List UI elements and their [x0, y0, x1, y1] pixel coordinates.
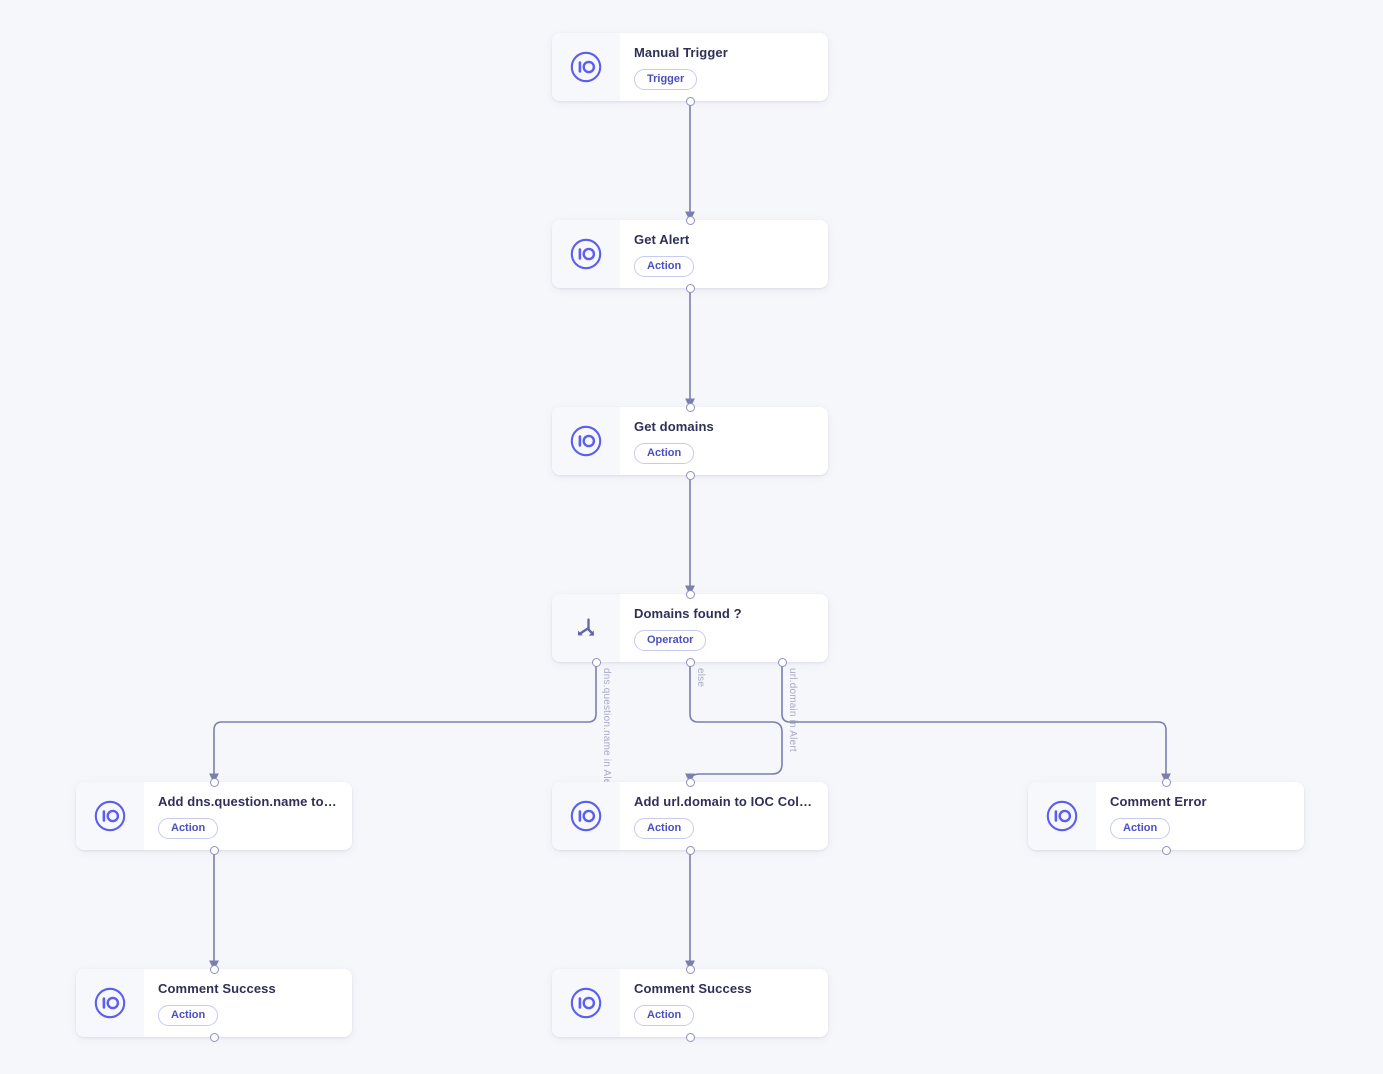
node-badge: Action: [158, 817, 219, 839]
node-body: Get Alert Action: [620, 220, 828, 288]
node-comment-success-left[interactable]: Comment Success Action: [76, 964, 352, 1042]
io-circle-icon: [570, 51, 602, 83]
edge-label-dns-question-name: dns.question.name in Ale: [601, 668, 612, 782]
node-icon-panel: [552, 782, 620, 850]
port-in[interactable]: [209, 964, 219, 974]
node-icon-panel: [76, 782, 144, 850]
edge-operator-to-dns: [209, 661, 597, 784]
node-body: Add dns.question.name to IOC ... Action: [144, 782, 352, 850]
io-circle-icon: [570, 238, 602, 270]
node-badge: Action: [158, 1004, 219, 1026]
node-icon-panel: [552, 969, 620, 1037]
node-get-alert[interactable]: Get Alert Action: [552, 215, 828, 293]
node-get-domains[interactable]: Get domains Action: [552, 402, 828, 480]
port-out-else[interactable]: [685, 657, 695, 667]
node-body: Manual Trigger Trigger: [620, 33, 828, 101]
node-body: Add url.domain to IOC Collection Action: [620, 782, 828, 850]
node-title: Add url.domain to IOC Collection: [634, 795, 814, 810]
node-badge: Operator: [634, 629, 707, 651]
port-in[interactable]: [685, 964, 695, 974]
edge-label-url-domain: url.domain in Alert: [787, 668, 798, 752]
node-body: Domains found ? Operator: [620, 594, 828, 662]
port-out[interactable]: [209, 845, 219, 855]
node-icon-panel: [552, 220, 620, 288]
edge-operator-else-to-url: [685, 661, 783, 784]
port-out[interactable]: [685, 96, 695, 106]
port-out-url[interactable]: [777, 657, 787, 667]
io-circle-icon: [94, 987, 126, 1019]
port-out[interactable]: [685, 470, 695, 480]
node-comment-success-middle[interactable]: Comment Success Action: [552, 964, 828, 1042]
port-in[interactable]: [685, 589, 695, 599]
node-add-url-domain[interactable]: Add url.domain to IOC Collection Action: [552, 777, 828, 855]
node-body: Comment Success Action: [620, 969, 828, 1037]
node-body: Get domains Action: [620, 407, 828, 475]
node-badge: Action: [634, 1004, 695, 1026]
node-domains-found[interactable]: Domains found ? Operator: [552, 589, 828, 667]
node-body: Comment Success Action: [144, 969, 352, 1037]
node-title: Domains found ?: [634, 607, 742, 622]
node-badge: Action: [634, 255, 695, 277]
io-circle-icon: [1046, 800, 1078, 832]
port-out[interactable]: [685, 1032, 695, 1042]
io-circle-icon: [570, 800, 602, 832]
node-badge: Action: [1110, 817, 1171, 839]
port-in[interactable]: [685, 402, 695, 412]
port-out[interactable]: [685, 283, 695, 293]
node-manual-trigger[interactable]: Manual Trigger Trigger: [552, 33, 828, 106]
node-add-dns-question-name[interactable]: Add dns.question.name to IOC ... Action: [76, 777, 352, 855]
node-badge: Trigger: [634, 68, 698, 90]
node-badge: Action: [634, 442, 695, 464]
edge-operator-to-comment-error: [781, 661, 1171, 784]
node-title: Add dns.question.name to IOC ...: [158, 795, 338, 810]
node-icon-panel: [552, 33, 620, 101]
port-out[interactable]: [685, 845, 695, 855]
port-in[interactable]: [1161, 777, 1171, 787]
node-title: Comment Success: [634, 982, 752, 997]
node-comment-error[interactable]: Comment Error Action: [1028, 777, 1304, 855]
port-out[interactable]: [209, 1032, 219, 1042]
edge-label-clip-url-domain: url.domain in Alert: [782, 668, 804, 782]
node-icon-panel: [552, 594, 620, 662]
node-title: Comment Success: [158, 982, 276, 997]
port-out-dns[interactable]: [591, 657, 601, 667]
io-circle-icon: [570, 425, 602, 457]
node-title: Comment Error: [1110, 795, 1207, 810]
edge-label-else: else: [695, 668, 706, 688]
branch-split-icon: [578, 618, 595, 636]
io-circle-icon: [570, 987, 602, 1019]
node-title: Get domains: [634, 420, 714, 435]
node-icon-panel: [1028, 782, 1096, 850]
edge-label-clip-dns: dns.question.name in Ale: [596, 668, 618, 782]
node-title: Get Alert: [634, 233, 690, 248]
port-in[interactable]: [685, 215, 695, 225]
port-in[interactable]: [209, 777, 219, 787]
node-title: Manual Trigger: [634, 46, 728, 61]
port-out[interactable]: [1161, 845, 1171, 855]
node-icon-panel: [552, 407, 620, 475]
io-circle-icon: [94, 800, 126, 832]
node-icon-panel: [76, 969, 144, 1037]
node-body: Comment Error Action: [1096, 782, 1304, 850]
port-in[interactable]: [685, 777, 695, 787]
node-badge: Action: [634, 817, 695, 839]
edge-label-clip-else: else: [690, 668, 712, 782]
